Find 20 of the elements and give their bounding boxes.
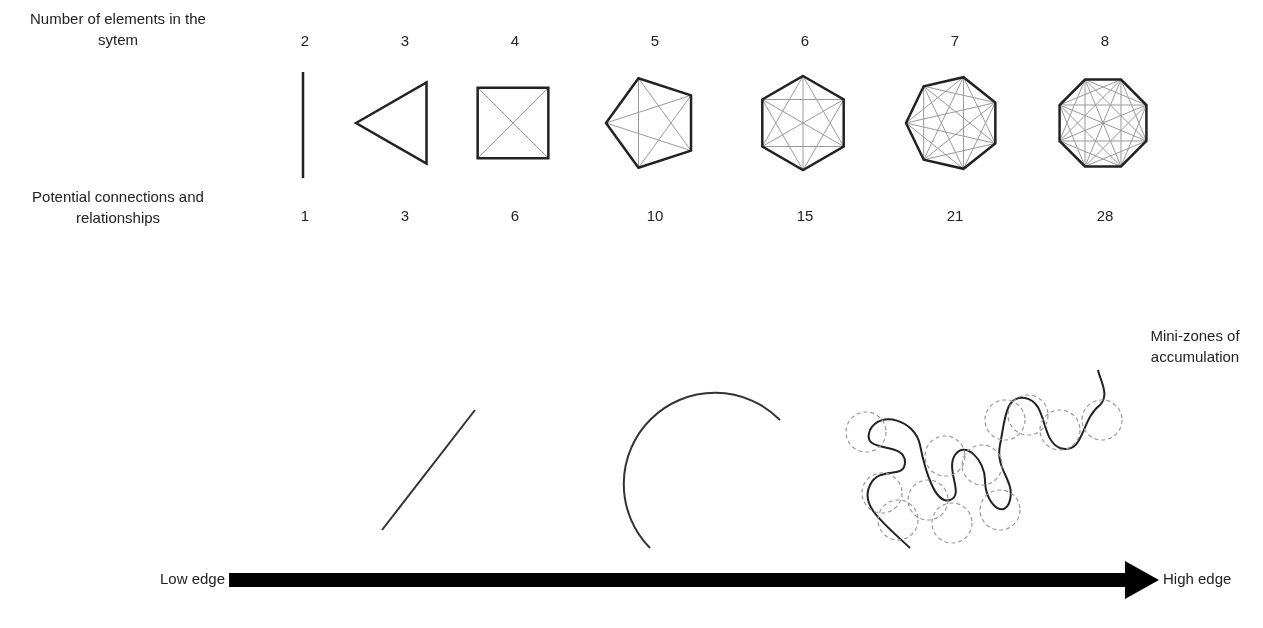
annotation-text: Mini-zones of accumulation — [1149, 326, 1241, 367]
element-count: 6 — [799, 31, 811, 51]
connection-count: 10 — [645, 206, 665, 226]
element-count: 5 — [649, 31, 661, 51]
element-count: 4 — [509, 31, 521, 51]
connection-count: 1 — [299, 206, 311, 226]
connection-count: 6 — [509, 206, 521, 226]
connection-count: 28 — [1095, 206, 1115, 226]
connection-count: 15 — [795, 206, 815, 226]
axis-label: Number of elements in the sytem — [29, 9, 207, 50]
axis-end-label: Low edge — [160, 568, 335, 589]
arrow — [229, 561, 1159, 599]
element-count: 2 — [299, 31, 311, 51]
element-count: 7 — [949, 31, 961, 51]
axis-end-label: High edge — [1152, 568, 1252, 589]
connection-count: 3 — [399, 206, 411, 226]
connection-count: 21 — [945, 206, 965, 226]
element-count: 3 — [399, 31, 411, 51]
element-count: 8 — [1099, 31, 1111, 51]
axis-label: Potential connections and relationships — [31, 187, 205, 228]
